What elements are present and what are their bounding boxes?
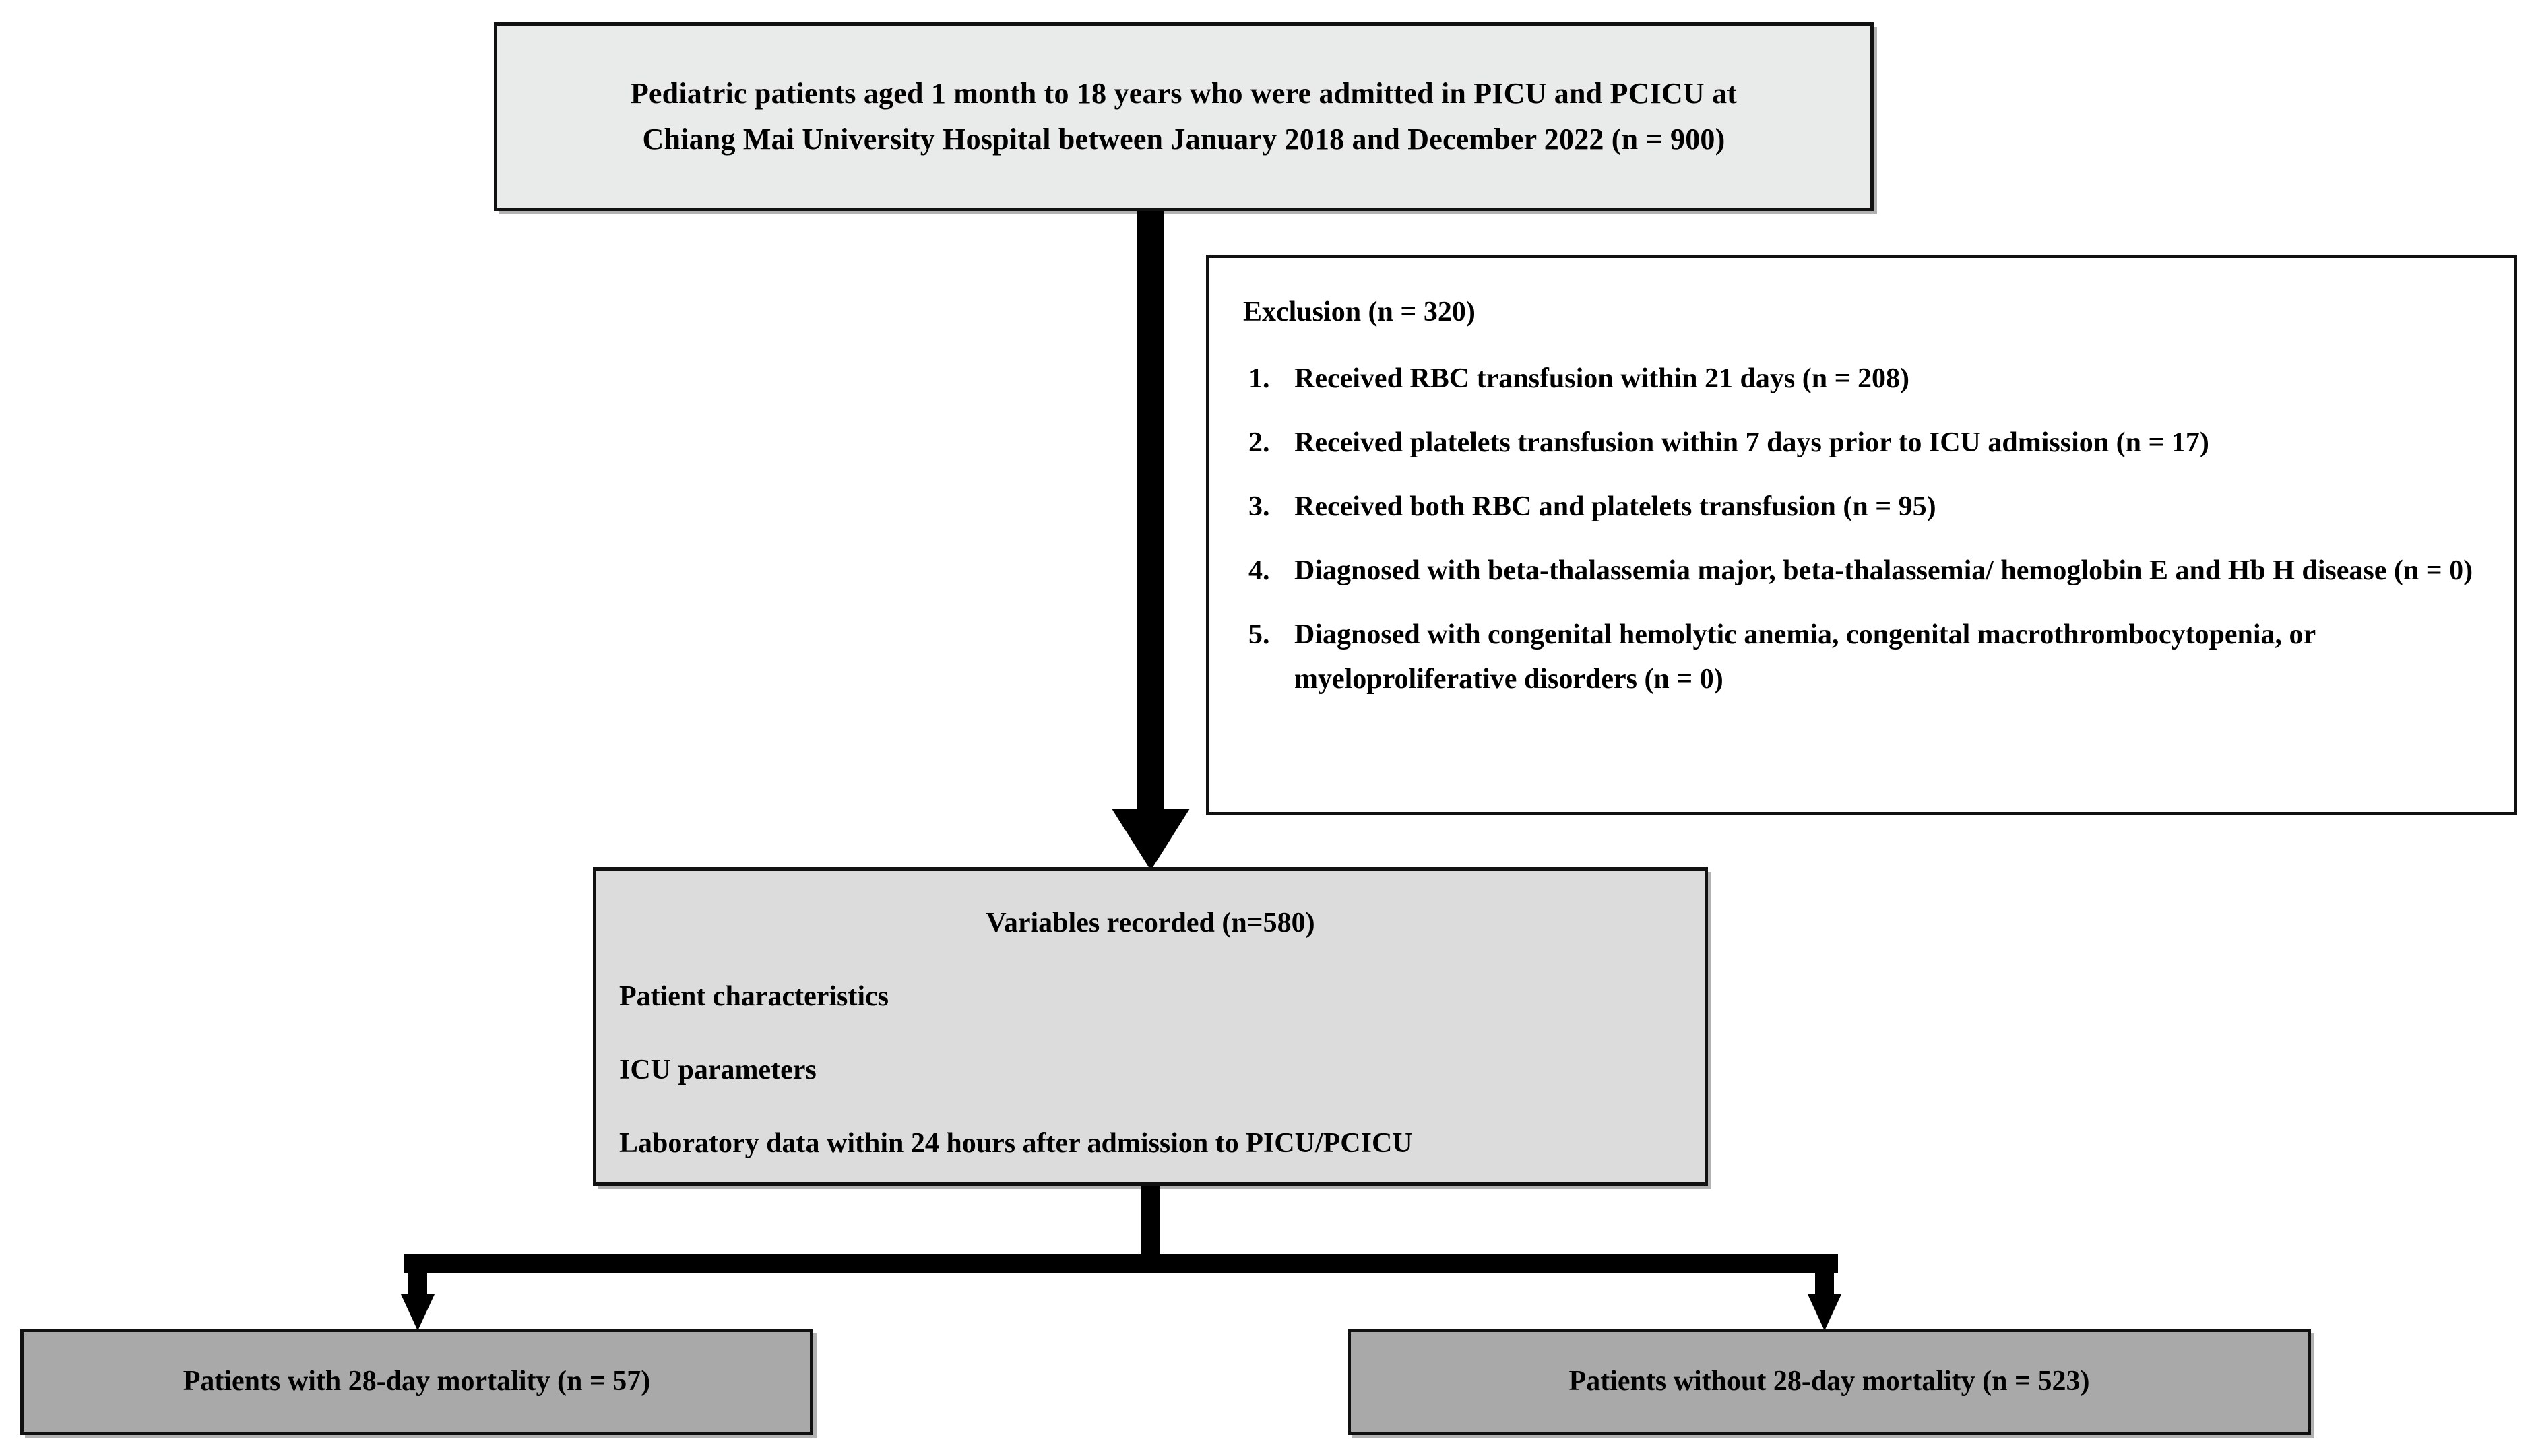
exclusion-item: 1. Received RBC transfusion within 21 da… <box>1236 357 2487 401</box>
exclusion-item-number: 1. <box>1248 363 1270 395</box>
split-right-arrow-stem <box>1815 1254 1834 1296</box>
exclusion-item: 5. Diagnosed with congenital hemolytic a… <box>1236 613 2487 701</box>
variables-item: Laboratory data within 24 hours after ad… <box>619 1128 1413 1160</box>
exclusion-item-text: Received RBC transfusion within 21 days … <box>1294 363 1909 395</box>
outcome-survivors-label: Patients without 28-day mortality (n = 5… <box>1568 1366 2090 1397</box>
split-left-arrowhead-icon <box>401 1294 435 1331</box>
variables-split-bar <box>404 1254 1838 1273</box>
exclusion-box: Exclusion (n = 320) 1. Received RBC tran… <box>1206 255 2517 815</box>
variables-split-stem <box>1141 1186 1160 1256</box>
exclusion-item-text: Diagnosed with beta-thalassemia major, b… <box>1294 555 2473 587</box>
split-right-arrowhead-icon <box>1808 1294 1841 1331</box>
exclusion-item: 2. Received platelets transfusion within… <box>1236 421 2487 465</box>
variables-title: Variables recorded (n=580) <box>986 908 1315 939</box>
variables-recorded-box: Variables recorded (n=580) Patient chara… <box>593 867 1708 1186</box>
exclusion-item-number: 2. <box>1248 427 1270 459</box>
exclusion-list: 1. Received RBC transfusion within 21 da… <box>1236 357 2487 701</box>
enrollment-line-2: Chiang Mai University Hospital between J… <box>642 123 1725 156</box>
variables-item: ICU parameters <box>619 1054 817 1086</box>
exclusion-item: 3. Received both RBC and platelets trans… <box>1236 485 2487 529</box>
enrollment-to-variables-arrow-stem <box>1137 211 1164 813</box>
exclusion-item-number: 4. <box>1248 555 1270 587</box>
enrollment-box: Pediatric patients aged 1 month to 18 ye… <box>494 22 1874 211</box>
exclusion-title: Exclusion (n = 320) <box>1243 296 1476 327</box>
exclusion-item: 4. Diagnosed with beta-thalassemia major… <box>1236 549 2487 593</box>
outcome-box-mortality: Patients with 28-day mortality (n = 57) <box>20 1329 813 1435</box>
outcome-box-survivors: Patients without 28-day mortality (n = 5… <box>1348 1329 2311 1435</box>
exclusion-item-number: 5. <box>1248 619 1270 651</box>
exclusion-item-number: 3. <box>1248 491 1270 523</box>
enrollment-to-variables-arrowhead-icon <box>1112 809 1190 871</box>
enrollment-text: Pediatric patients aged 1 month to 18 ye… <box>631 71 1737 162</box>
exclusion-item-text: Diagnosed with congenital hemolytic anem… <box>1294 619 2316 695</box>
exclusion-item-text: Received platelets transfusion within 7 … <box>1294 427 2209 459</box>
variables-item: Patient characteristics <box>619 981 889 1013</box>
outcome-mortality-label: Patients with 28-day mortality (n = 57) <box>183 1366 651 1397</box>
exclusion-item-text: Received both RBC and platelets transfus… <box>1294 491 1936 523</box>
enrollment-line-1: Pediatric patients aged 1 month to 18 ye… <box>630 76 1738 110</box>
split-left-arrow-stem <box>408 1254 427 1296</box>
